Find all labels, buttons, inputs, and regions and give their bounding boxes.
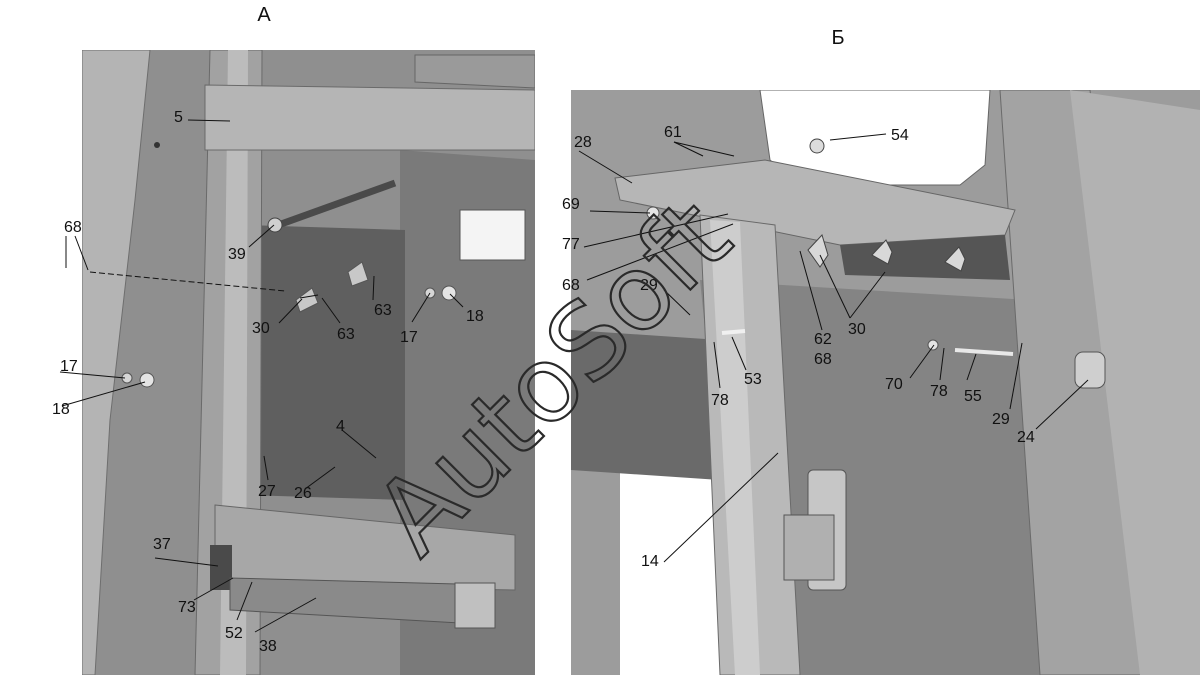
callout: 17 bbox=[400, 329, 418, 346]
callout: 53 bbox=[744, 371, 762, 388]
callout: 29 bbox=[992, 411, 1010, 428]
callout: 4 bbox=[336, 418, 345, 435]
view-b-illustration bbox=[571, 90, 1200, 675]
callout: 30 bbox=[848, 321, 866, 338]
callout: 77 bbox=[562, 236, 580, 253]
callout: 69 bbox=[562, 196, 580, 213]
callout: 26 bbox=[294, 485, 312, 502]
callout: 55 bbox=[964, 388, 982, 405]
callout: 73 bbox=[178, 599, 196, 616]
callout: 62 bbox=[814, 331, 832, 348]
callout: 54 bbox=[891, 127, 909, 144]
callout: 68 bbox=[64, 219, 82, 236]
callout: 5 bbox=[174, 109, 183, 126]
callout: 18 bbox=[466, 308, 484, 325]
callout: 28 bbox=[574, 134, 592, 151]
callout: 38 bbox=[259, 638, 277, 655]
leader-lines bbox=[59, 119, 1089, 633]
callout: 39 bbox=[228, 246, 246, 263]
callout: 14 bbox=[641, 553, 659, 570]
view-a-illustration bbox=[82, 50, 535, 675]
callout: 27 bbox=[258, 483, 276, 500]
callout: 63 bbox=[374, 302, 392, 319]
callout: 24 bbox=[1017, 429, 1035, 446]
callout: 78 bbox=[930, 383, 948, 400]
callout: 68 bbox=[562, 277, 580, 294]
view-b-title: Б bbox=[831, 27, 844, 49]
callout: 30 bbox=[252, 320, 270, 337]
callout: 17 bbox=[60, 358, 78, 375]
callout: 52 bbox=[225, 625, 243, 642]
callout: 70 bbox=[885, 376, 903, 393]
callout: 61 bbox=[664, 124, 682, 141]
callout: 78 bbox=[711, 392, 729, 409]
callout: 18 bbox=[52, 401, 70, 418]
callout: 68 bbox=[814, 351, 832, 368]
callout: 37 bbox=[153, 536, 171, 553]
view-a-title: А bbox=[257, 4, 271, 26]
callout: 63 bbox=[337, 326, 355, 343]
callout: 29 bbox=[640, 277, 658, 294]
